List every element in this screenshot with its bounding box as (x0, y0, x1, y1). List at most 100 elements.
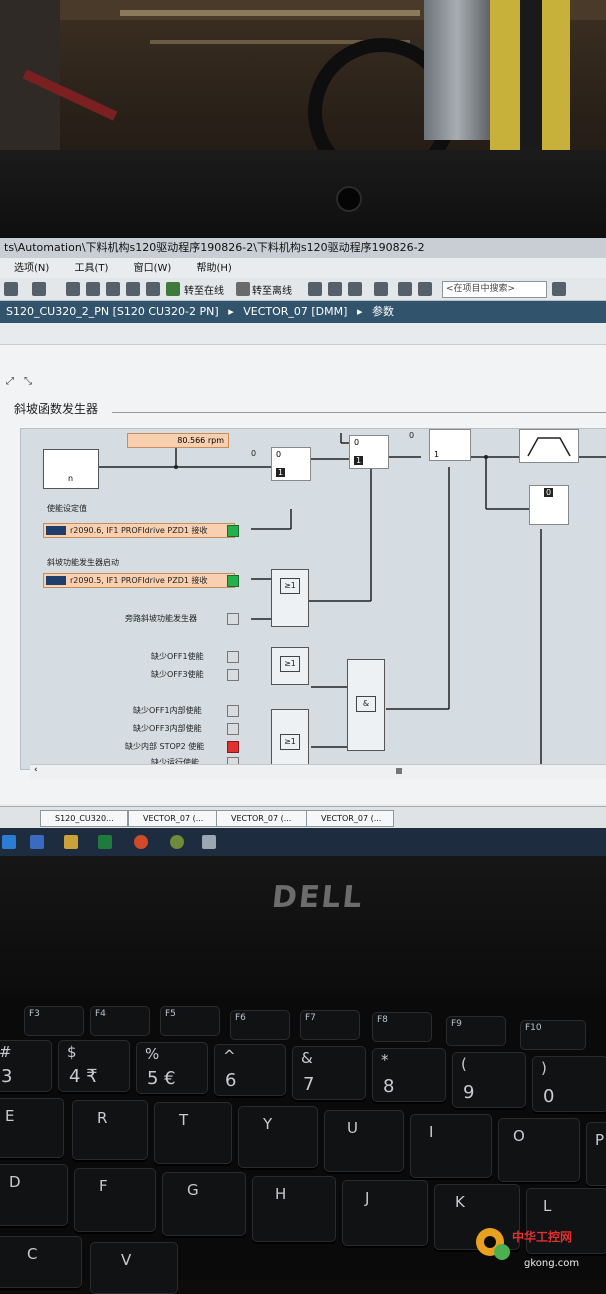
key-f7[interactable]: F7 (300, 1010, 360, 1040)
enable-setpoint-source[interactable]: r2090.6, IF1 PROFIdrive PZD1 接收 (43, 523, 235, 538)
speed-input-block[interactable]: n (43, 449, 99, 489)
breadcrumb-item-device[interactable]: S120_CU320_2_PN [S120 CU320-2 PN] (6, 305, 219, 318)
or-gate-internal: ≥1 (271, 709, 309, 771)
key-v[interactable]: V (90, 1242, 178, 1294)
go-online-button[interactable]: 转至在线 (184, 286, 224, 297)
switch-input-zero: 0 (409, 431, 415, 440)
split-vertical-icon[interactable] (418, 282, 432, 296)
key-g[interactable]: G (162, 1172, 246, 1236)
or-symbol: ≥1 (280, 656, 300, 672)
key-3[interactable]: #3 (0, 1040, 52, 1092)
key-7[interactable]: &7 (292, 1046, 366, 1100)
simulate-icon[interactable] (146, 282, 160, 296)
watermark-site: gkong.com (524, 1258, 580, 1269)
tab-vector07-2[interactable]: VECTOR_07 (... (216, 810, 308, 827)
upload-icon[interactable] (86, 282, 100, 296)
project-search-input[interactable]: <在项目中搜索> (442, 281, 547, 298)
ramp-bypass-switch[interactable]: 0 (529, 485, 569, 525)
tia-portal-icon[interactable] (202, 835, 216, 849)
menu-tools[interactable]: 工具(T) (74, 263, 109, 274)
key-f9[interactable]: F9 (446, 1016, 506, 1046)
key-p[interactable]: P (586, 1122, 606, 1186)
dell-logo: DELL (270, 880, 366, 915)
speed-symbol: n (68, 474, 74, 483)
scroll-left-icon[interactable]: ‹ (34, 765, 38, 775)
key-j[interactable]: J (342, 1180, 428, 1246)
key-f3[interactable]: F3 (24, 1006, 84, 1036)
menu-window[interactable]: 窗口(W) (133, 263, 172, 274)
go-offline-button[interactable]: 转至离线 (252, 286, 292, 297)
key-9[interactable]: (9 (452, 1052, 526, 1108)
switch-input-zero: 0 (251, 449, 257, 458)
status-led-rfg-start (227, 575, 239, 587)
undo-icon[interactable] (4, 282, 18, 296)
key-i[interactable]: I (410, 1114, 492, 1178)
key-t[interactable]: T (154, 1102, 232, 1164)
setpoint-switch[interactable]: 0 1 (271, 447, 311, 481)
key-l[interactable]: L (526, 1188, 606, 1254)
bypass-switch[interactable]: 1 (429, 429, 471, 461)
collapse-all-icon[interactable]: ⤡ (24, 376, 32, 387)
key-f[interactable]: F (74, 1168, 156, 1232)
editor-tab-bar: S120_CU320... VECTOR_07 (... VECTOR_07 (… (0, 806, 606, 829)
go-online-icon[interactable] (166, 282, 180, 296)
search-icon[interactable] (552, 282, 566, 296)
key-u[interactable]: U (324, 1110, 404, 1172)
stop-cpu-icon[interactable] (348, 282, 362, 296)
redo-icon[interactable] (32, 282, 46, 296)
bypass-rfg-label: 旁路斜坡功能发生器 (125, 614, 197, 623)
key-5[interactable]: %5 € (136, 1042, 208, 1094)
download-icon[interactable] (66, 282, 80, 296)
condition-label-off3-internal: 缺少OFF3内部使能 (133, 724, 202, 733)
webcam-icon (336, 186, 362, 212)
key-o[interactable]: O (498, 1118, 580, 1182)
or-symbol: ≥1 (280, 734, 300, 750)
start-icon[interactable] (2, 835, 16, 849)
folder-icon[interactable] (64, 835, 78, 849)
key-f10[interactable]: F10 (520, 1020, 586, 1050)
key-r[interactable]: R (72, 1100, 148, 1160)
rfg-start-source[interactable]: r2090.5, IF1 PROFIdrive PZD1 接收 (43, 573, 235, 588)
menu-help[interactable]: 帮助(H) (196, 263, 232, 274)
status-led-off1 (227, 651, 239, 663)
key-f4[interactable]: F4 (90, 1006, 150, 1036)
key-f5[interactable]: F5 (160, 1006, 220, 1036)
rfg-switch[interactable]: 0 1 (349, 435, 389, 469)
key-y[interactable]: Y (238, 1106, 318, 1168)
key-c[interactable]: C (0, 1236, 82, 1288)
breadcrumb-item-parameters[interactable]: 参数 (371, 305, 394, 318)
section-divider (112, 412, 606, 413)
browser-icon[interactable] (134, 835, 148, 849)
tab-vector07-1[interactable]: VECTOR_07 (... (128, 810, 220, 827)
switch-zero: 0 (354, 438, 360, 447)
expand-all-icon[interactable]: ⤢ (6, 376, 14, 387)
key-f8[interactable]: F8 (372, 1012, 432, 1042)
key-6[interactable]: ^6 (214, 1044, 286, 1096)
key-0[interactable]: )0 (532, 1056, 606, 1112)
excel-icon[interactable] (98, 835, 112, 849)
scroll-thumb[interactable] (396, 768, 402, 774)
key-8[interactable]: *8 (372, 1048, 446, 1102)
speed-value-field[interactable]: 80.566 rpm (127, 433, 229, 448)
tab-s120-cu320[interactable]: S120_CU320... (40, 810, 128, 827)
upload-to-pg-icon[interactable] (106, 282, 120, 296)
status-led-enable-setpoint (227, 525, 239, 537)
key-d[interactable]: D (0, 1164, 68, 1226)
cross-reference-icon[interactable] (374, 282, 388, 296)
key-h[interactable]: H (252, 1176, 336, 1242)
split-horizontal-icon[interactable] (398, 282, 412, 296)
accessible-devices-icon[interactable] (308, 282, 322, 296)
horizontal-scrollbar[interactable]: ‹ (30, 764, 606, 779)
menu-options[interactable]: 选项(N) (14, 263, 50, 274)
breadcrumb-item-drive[interactable]: VECTOR_07 [DMM] (243, 305, 348, 318)
start-cpu-icon[interactable] (328, 282, 342, 296)
key-4[interactable]: $4 ₹ (58, 1040, 130, 1092)
key-e[interactable]: E (0, 1098, 64, 1158)
ramp-block[interactable] (519, 429, 579, 463)
app-icon[interactable] (170, 835, 184, 849)
explorer-icon[interactable] (30, 835, 44, 849)
compile-icon[interactable] (126, 282, 140, 296)
key-f6[interactable]: F6 (230, 1010, 290, 1040)
tab-vector07-3[interactable]: VECTOR_07 (... (306, 810, 394, 827)
go-offline-icon[interactable] (236, 282, 250, 296)
